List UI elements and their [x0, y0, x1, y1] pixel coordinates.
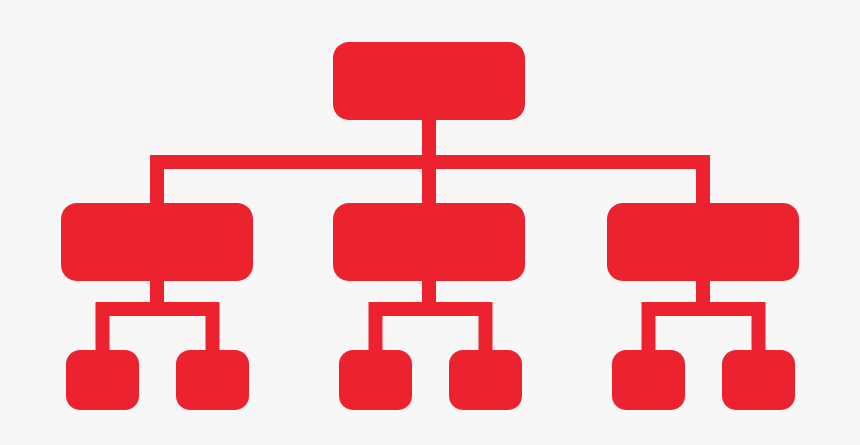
root-node — [333, 42, 525, 120]
connector-drop — [696, 155, 710, 203]
branch-node-center — [333, 203, 525, 281]
connector-stem — [422, 120, 436, 162]
connector-drop — [95, 302, 110, 350]
leaf-node-1 — [66, 350, 139, 410]
connector-drop — [150, 155, 164, 203]
connector-drop — [205, 302, 220, 350]
leaf-node-4 — [449, 350, 522, 410]
branch-node-left — [61, 203, 253, 281]
connector-drop — [478, 302, 493, 350]
connector-bus — [368, 302, 493, 316]
connector-bus — [641, 302, 766, 316]
connector-drop — [641, 302, 656, 350]
branch-node-right — [607, 203, 799, 281]
connectors — [95, 120, 766, 350]
nodes — [61, 42, 799, 410]
connector-drop — [368, 302, 383, 350]
leaf-node-6 — [722, 350, 795, 410]
leaf-node-2 — [176, 350, 249, 410]
leaf-node-3 — [339, 350, 412, 410]
connector-drop — [422, 155, 436, 203]
leaf-node-5 — [612, 350, 685, 410]
connector-bus — [95, 302, 220, 316]
connector-drop — [751, 302, 766, 350]
